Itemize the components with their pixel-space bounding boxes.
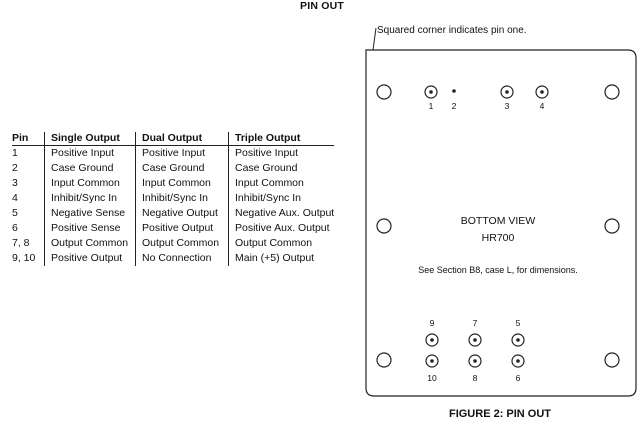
table-row: 5 Negative Sense Negative Output Negativ… [12, 206, 334, 221]
header-dual-output: Dual Output [135, 132, 229, 146]
header-single-output: Single Output [44, 132, 136, 146]
pin-10 [425, 354, 439, 368]
dimension-note: See Section B8, case L, for dimensions. [418, 265, 578, 275]
cell-dual-output: Inhibit/Sync In [135, 191, 229, 206]
pin-label-9: 9 [429, 318, 435, 328]
cell-triple-output: Output Common [235, 237, 313, 249]
cell-pin: 9, 10 [12, 251, 45, 266]
cell-triple-output: Positive Input [235, 147, 299, 159]
pin-3 [500, 85, 514, 99]
table-row: 2 Case Ground Case Ground Case Ground [12, 161, 334, 176]
cell-dual-output: Negative Output [135, 206, 229, 221]
header-triple-output: Triple Output [228, 132, 335, 146]
cell-triple-output: Positive Aux. Output [235, 222, 330, 234]
pin-5 [511, 333, 525, 347]
cell-triple-output: Negative Aux. Output [235, 207, 335, 219]
cell-single-output: Case Ground [44, 161, 136, 176]
pin-label-1: 1 [428, 101, 434, 111]
view-label: BOTTOM VIEW [460, 215, 536, 227]
pin-9 [425, 333, 439, 347]
pin-label-2: 2 [451, 101, 457, 111]
mounting-hole-mid-right [604, 218, 620, 234]
table-row: 9, 10 Positive Output No Connection Main… [12, 251, 334, 266]
cell-single-output: Positive Output [44, 251, 136, 266]
cell-triple-output: Case Ground [235, 162, 298, 174]
table-row: 6 Positive Sense Positive Output Positiv… [12, 221, 334, 236]
cell-single-output: Inhibit/Sync In [44, 191, 136, 206]
cell-pin: 2 [12, 161, 45, 176]
cell-dual-output: Positive Input [135, 145, 229, 161]
pin-2 [452, 89, 456, 93]
pin-label-8: 8 [472, 373, 478, 383]
pin-label-6: 6 [515, 373, 521, 383]
cell-single-output: Negative Sense [44, 206, 136, 221]
table-row: 3 Input Common Input Common Input Common [12, 176, 334, 191]
mounting-hole-top-left [376, 84, 392, 100]
pin-label-10: 10 [427, 373, 437, 383]
cell-triple-output: Inhibit/Sync In [235, 192, 301, 204]
cell-single-output: Positive Input [44, 145, 136, 161]
package-outline [365, 49, 637, 397]
page-title: PIN OUT [300, 0, 344, 12]
cell-single-output: Output Common [44, 236, 136, 251]
cell-dual-output: Positive Output [135, 221, 229, 236]
pin-8 [468, 354, 482, 368]
header-pin: Pin [12, 132, 45, 146]
cell-triple-output: Input Common [235, 177, 304, 189]
cell-pin: 5 [12, 206, 45, 221]
pin-7 [468, 333, 482, 347]
pin-one-leader-line [366, 27, 377, 51]
cell-single-output: Positive Sense [44, 221, 136, 236]
cell-dual-output: No Connection [135, 251, 229, 266]
cell-pin: 3 [12, 176, 45, 191]
cell-pin: 1 [12, 145, 45, 161]
pin-label-3: 3 [504, 101, 510, 111]
mounting-hole-bottom-right [604, 352, 620, 368]
pin-label-7: 7 [472, 318, 478, 328]
mounting-hole-top-right [604, 84, 620, 100]
pin-4 [535, 85, 549, 99]
table-row: 7, 8 Output Common Output Common Output … [12, 236, 334, 251]
pin-label-5: 5 [515, 318, 521, 328]
pin-table: Pin Single Output Dual Output Triple Out… [12, 132, 335, 266]
pin-6 [511, 354, 525, 368]
mounting-hole-mid-left [376, 218, 392, 234]
cell-single-output: Input Common [44, 176, 136, 191]
cell-triple-output: Main (+5) Output [235, 252, 315, 264]
cell-dual-output: Output Common [135, 236, 229, 251]
cell-pin: 4 [12, 191, 45, 206]
pin-one-note: Squared corner indicates pin one. [377, 25, 527, 36]
table-row: 4 Inhibit/Sync In Inhibit/Sync In Inhibi… [12, 191, 334, 206]
pin-1 [424, 85, 438, 99]
table-row: 1 Positive Input Positive Input Positive… [12, 145, 334, 161]
cell-pin: 7, 8 [12, 236, 45, 251]
cell-pin: 6 [12, 221, 45, 236]
model-label: HR700 [481, 232, 515, 244]
table-header-row: Pin Single Output Dual Output Triple Out… [12, 132, 335, 146]
cell-dual-output: Input Common [135, 176, 229, 191]
pin-label-4: 4 [539, 101, 545, 111]
mounting-hole-bottom-left [376, 352, 392, 368]
cell-dual-output: Case Ground [135, 161, 229, 176]
figure-caption: FIGURE 2: PIN OUT [448, 408, 552, 420]
